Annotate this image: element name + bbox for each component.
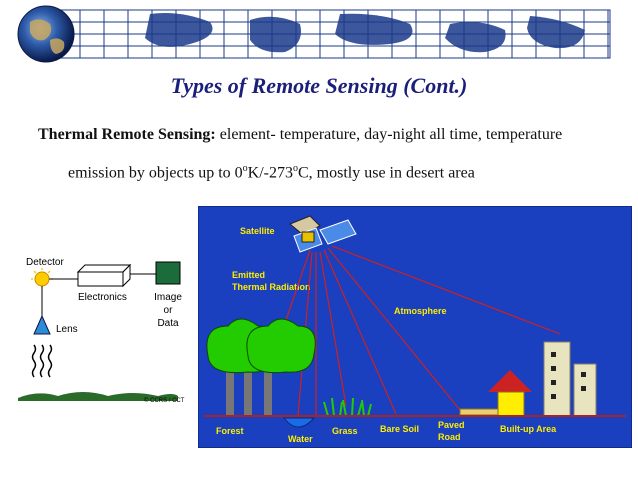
satellite-label: Satellite [240,226,275,236]
sensor-diagram: Detector Electronics Image or Data Lens … [18,257,185,404]
detector-label: Detector [26,257,64,268]
atmosphere-label: Atmosphere [394,306,447,316]
image-data-icon [155,261,181,285]
grass-label: Grass [332,426,358,436]
globe-icon [17,5,75,63]
emitted-label-2: Thermal Radiation [232,282,311,292]
radiation-wave-icon [31,344,53,378]
bare-soil-label: Bare Soil [380,424,419,434]
satellite-icon [289,215,357,253]
lens-icon [33,314,51,335]
water-label: Water [288,434,313,444]
detector-icon [31,268,53,287]
lens-label: Lens [56,324,78,335]
house-icon [488,370,532,417]
image-label-3: Data [157,318,179,329]
term-label: Thermal Remote Sensing: [38,126,216,143]
electronics-icon [49,263,156,288]
water-body [282,417,316,428]
body-line-1: element- temperature, day-night all time… [215,126,563,143]
header-banner [17,5,611,63]
credit-label: © CCRS / CCT [144,397,185,404]
forest-trees [206,318,316,416]
body-line-2: emission by objects up to 0oK/-273oC, mo… [68,163,475,182]
slide-title: Types of Remote Sensing (Cont.) [170,73,468,98]
builtup-label: Built-up Area [500,424,557,434]
electronics-label: Electronics [78,292,127,303]
paved-label-1: Paved [438,420,465,430]
grass-blades [323,397,372,417]
image-label-2: or [164,305,174,316]
paved-label-2: Road [438,432,461,442]
forest-label: Forest [216,426,244,436]
image-label-1: Image [154,292,182,303]
building-icons [543,341,597,417]
emitted-label-1: Emitted [232,270,265,280]
body-text: Thermal Remote Sensing: element- tempera… [38,118,628,190]
world-map-pattern [145,13,585,53]
thermal-scene-diagram: Satellite Emitted Thermal Radiation Atmo… [198,206,632,448]
ground-vegetation [18,392,178,401]
